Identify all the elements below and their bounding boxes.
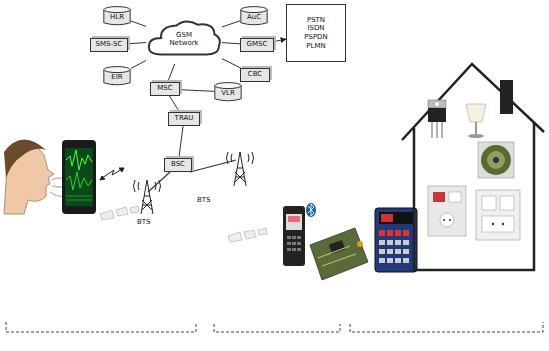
transcoder-box: TRAU	[168, 112, 200, 126]
database-cylinder: AuC	[240, 6, 268, 26]
lamp	[466, 104, 486, 138]
network-list-box: PSTNISDNPSPDNPLMN	[286, 4, 346, 62]
bluetooth-icon	[306, 203, 316, 217]
bsc-bts-link	[190, 160, 236, 172]
node-label: AuC	[247, 14, 261, 22]
node-label: CBC	[248, 71, 262, 79]
bluetooth-module-board	[310, 228, 368, 280]
node-label: BSC	[171, 161, 185, 169]
chimney	[500, 80, 513, 114]
node-label: PLMN	[306, 42, 325, 51]
speaking-face	[4, 139, 68, 214]
transistor	[428, 100, 446, 138]
radio-link	[100, 168, 124, 180]
bts-tower	[227, 152, 254, 186]
network-link	[128, 43, 146, 44]
network-link	[222, 43, 240, 44]
switch-panel	[428, 186, 466, 236]
network-link	[131, 60, 146, 68]
house-outline	[402, 64, 544, 270]
smartphone	[62, 140, 96, 214]
network-link	[180, 90, 214, 92]
network-link	[274, 39, 286, 41]
network-link	[222, 59, 241, 68]
station-label: BTS	[136, 218, 152, 226]
socket-panel	[476, 190, 520, 240]
node-label: ISDN	[307, 24, 324, 33]
speaker	[478, 142, 514, 178]
node-label: GMSC	[247, 41, 268, 49]
node-label: TRAU	[175, 115, 194, 123]
network-link	[168, 64, 175, 82]
controller-box: BSC	[164, 158, 192, 172]
node-label: MSC	[157, 85, 172, 93]
bsc-bts-link	[148, 172, 170, 192]
database-cylinder: EIR	[103, 66, 131, 86]
node-label: VLR	[221, 90, 235, 98]
node-label: HLR	[110, 14, 124, 22]
message-trail	[100, 206, 267, 242]
network-link	[222, 21, 240, 27]
network-link	[179, 126, 183, 158]
network-link	[169, 96, 179, 112]
node-label: GSM Network	[162, 32, 206, 47]
node-label: EIR	[111, 74, 122, 82]
server-box: GMSC	[240, 38, 274, 52]
database-cylinder: VLR	[214, 82, 242, 102]
switching-center-box: MSC	[150, 82, 180, 96]
node-label: PSTN	[307, 16, 325, 25]
mobile-phone	[283, 206, 305, 266]
network-cloud: GSM Network	[146, 16, 222, 64]
database-cylinder: HLR	[103, 6, 131, 26]
server-box: SMS-SC	[90, 38, 128, 52]
section-bracket	[6, 322, 543, 332]
server-box: CBC	[240, 68, 270, 82]
network-link	[131, 21, 146, 26]
node-label: SMS-SC	[96, 41, 123, 49]
microcontroller-board	[375, 208, 417, 272]
station-label: BTS	[196, 196, 212, 204]
node-label: PSPDN	[304, 33, 328, 42]
